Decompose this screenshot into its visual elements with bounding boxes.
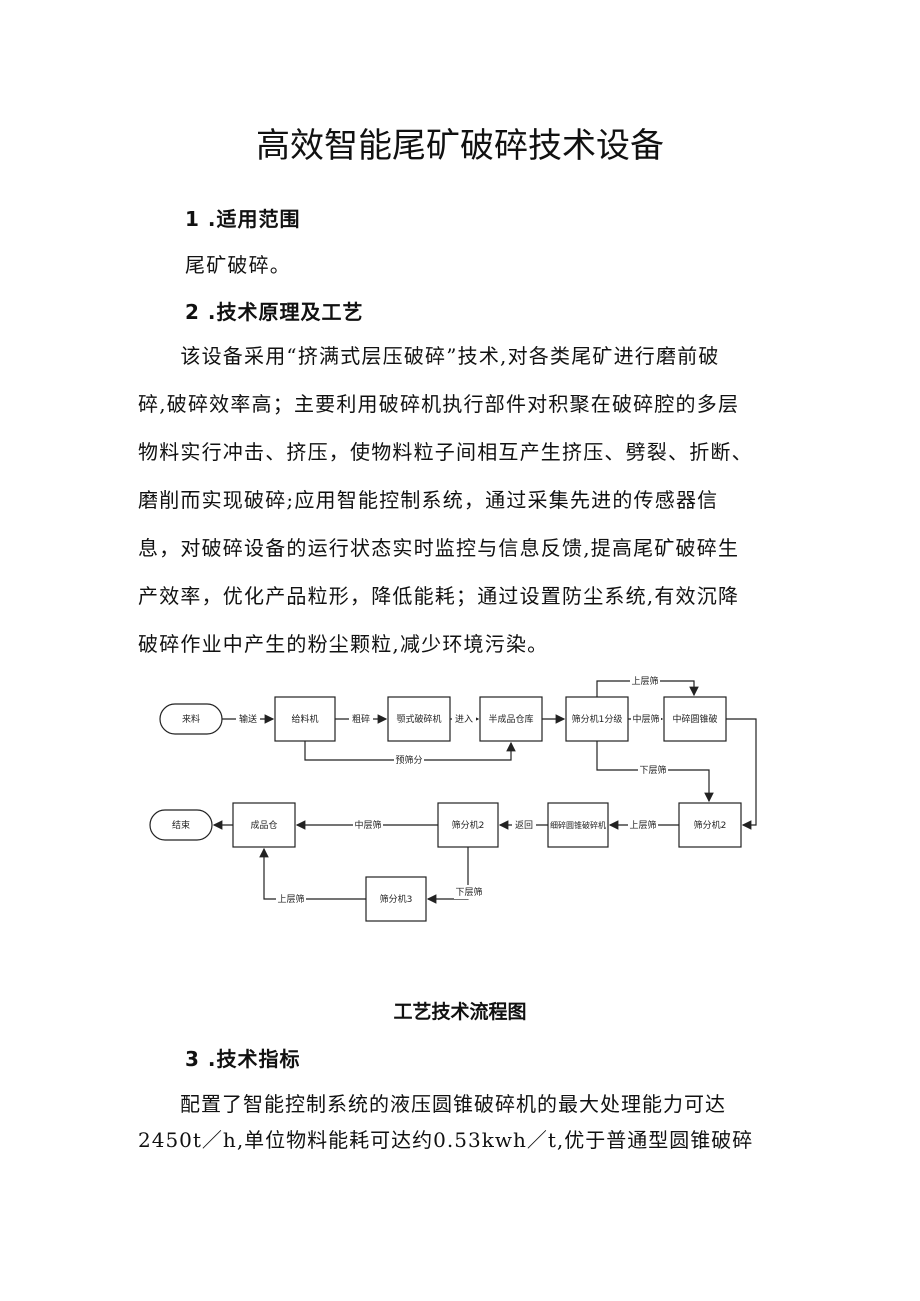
body-line: 产效率，优化产品粒形，降低能耗；通过设置防尘系统,有效沉降 bbox=[138, 584, 740, 608]
section-1-heading: 1 .适用范围 bbox=[185, 207, 301, 231]
body-line: 2450t／h,单位物料能耗可达约0.53kwh／t,优于普通型圆锥破碎 bbox=[138, 1128, 754, 1152]
section-1-text: 尾矿破碎。 bbox=[185, 253, 291, 277]
body-line: 息，对破碎设备的运行状态实时监控与信息反馈,提高尾矿破碎生 bbox=[138, 536, 740, 560]
node-product bbox=[232, 802, 296, 848]
edge-upper3-label: 上层筛 bbox=[277, 893, 304, 905]
node-screen3-label: 筛分机3 bbox=[380, 893, 413, 905]
node-screen2b-label: 筛分机2 bbox=[452, 819, 485, 831]
edge-return-label: 返回 bbox=[515, 819, 533, 831]
section-2-heading: 2 .技术原理及工艺 bbox=[185, 300, 364, 324]
edge-prescreen-label: 预筛分 bbox=[395, 754, 422, 766]
node-end bbox=[149, 809, 213, 841]
node-start-label: 来料 bbox=[182, 713, 200, 725]
body-line: 物料实行冲击、挤压，使物料粒子间相互产生挤压、劈裂、折断、 bbox=[138, 440, 753, 464]
body-line: 配置了智能控制系统的液压圆锥破碎机的最大处理能力可达 bbox=[138, 1092, 726, 1116]
node-product-label: 成品仓 bbox=[250, 819, 277, 831]
edge-upper2-label: 上层筛 bbox=[629, 819, 656, 831]
node-mid-cone bbox=[663, 696, 727, 742]
node-jaw-label: 颚式破碎机 bbox=[396, 713, 441, 725]
node-fine-cone-label: 细碎圆锥破碎机 bbox=[550, 820, 606, 830]
node-screen1-label: 筛分机1分级 bbox=[572, 713, 623, 725]
node-screen3 bbox=[365, 876, 427, 922]
node-fine-cone bbox=[547, 802, 609, 848]
body-line: 破碎作业中产生的粉尘颗粒,减少环境污染。 bbox=[138, 632, 549, 656]
body-line: 该设备采用“挤满式层压破碎”技术,对各类尾矿进行磨前破 bbox=[138, 344, 720, 368]
node-end-label: 结束 bbox=[172, 819, 190, 831]
node-screen2a-label: 筛分机2 bbox=[694, 819, 727, 831]
figure-caption: 工艺技术流程图 bbox=[393, 1001, 527, 1023]
body-line: 碎,破碎效率高；主要利用破碎机执行部件对积聚在破碎腔的多层 bbox=[138, 392, 740, 416]
node-mid-cone-label: 中碎圆锥破 bbox=[672, 713, 717, 725]
node-semi-store-label: 半成品仓库 bbox=[488, 713, 533, 725]
edge-upper1-label: 上层筛 bbox=[631, 675, 658, 687]
edge-enter-label: 进入 bbox=[455, 714, 473, 725]
edge-coarse-label: 粗碎 bbox=[352, 713, 370, 725]
edge-middle2-label: 中层筛 bbox=[354, 819, 381, 831]
edge-convey-label: 输送 bbox=[239, 713, 257, 725]
section-3-heading: 3 .技术指标 bbox=[185, 1047, 301, 1071]
edge-middle1-label: 中层筛 bbox=[632, 713, 659, 725]
edge-lower1-label: 下层筛 bbox=[639, 764, 666, 776]
process-flow-diagram: 来料 给料机 颚式破碎机 半成品仓库 筛分机1分级 中碎圆锥破 筛分机2 细碎圆… bbox=[149, 674, 757, 922]
edge-lower3-label: 下层筛 bbox=[455, 886, 482, 898]
section-3-body: 配置了智能控制系统的液压圆锥破碎机的最大处理能力可达 2450t／h,单位物料能… bbox=[138, 1090, 798, 1162]
node-screen2b bbox=[437, 802, 499, 848]
node-screen2a bbox=[678, 802, 742, 848]
node-feeder-label: 给料机 bbox=[291, 713, 318, 725]
page-title: 高效智能尾矿破碎技术设备 bbox=[256, 126, 664, 166]
body-line: 磨削而实现破碎;应用智能控制系统，通过采集先进的传感器信 bbox=[138, 488, 719, 512]
section-2-body: 该设备采用“挤满式层压破碎”技术,对各类尾矿进行磨前破 碎,破碎效率高；主要利用… bbox=[138, 342, 778, 678]
